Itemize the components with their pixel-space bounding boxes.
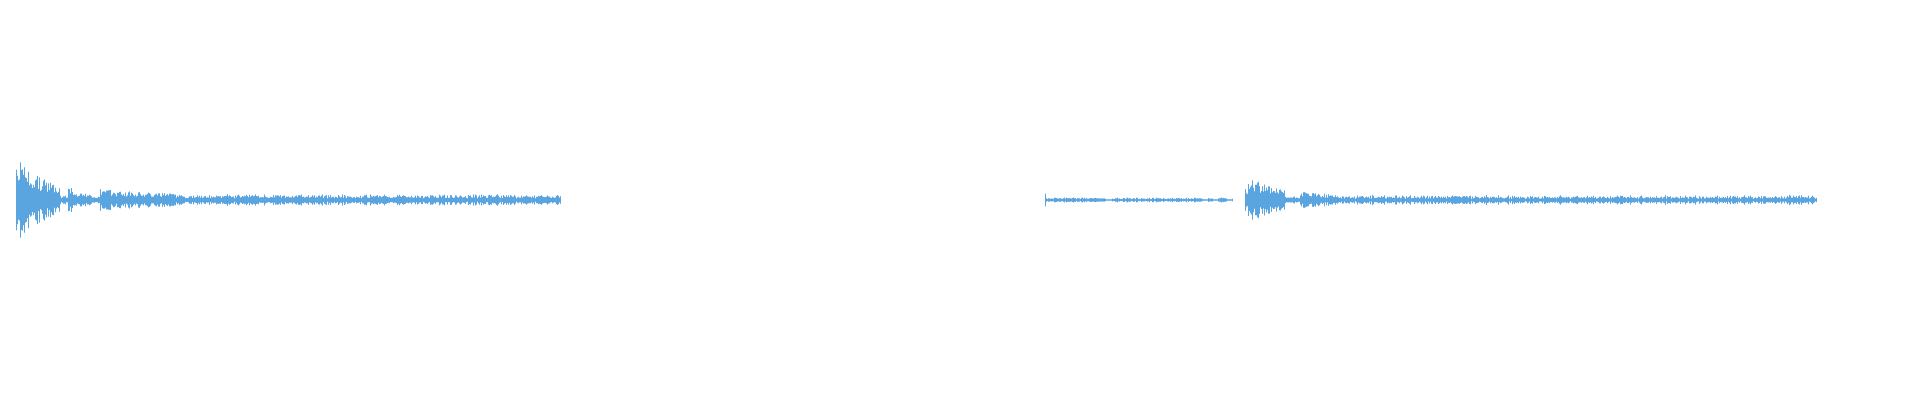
waveform-peaks <box>1245 180 1817 220</box>
waveform-clip-1[interactable] <box>16 162 561 238</box>
waveform-peaks <box>16 162 561 238</box>
waveform-peaks <box>1045 193 1233 207</box>
waveform-clip-2-main[interactable] <box>1245 180 1817 220</box>
waveform-clip-2-intro[interactable] <box>1045 193 1233 207</box>
